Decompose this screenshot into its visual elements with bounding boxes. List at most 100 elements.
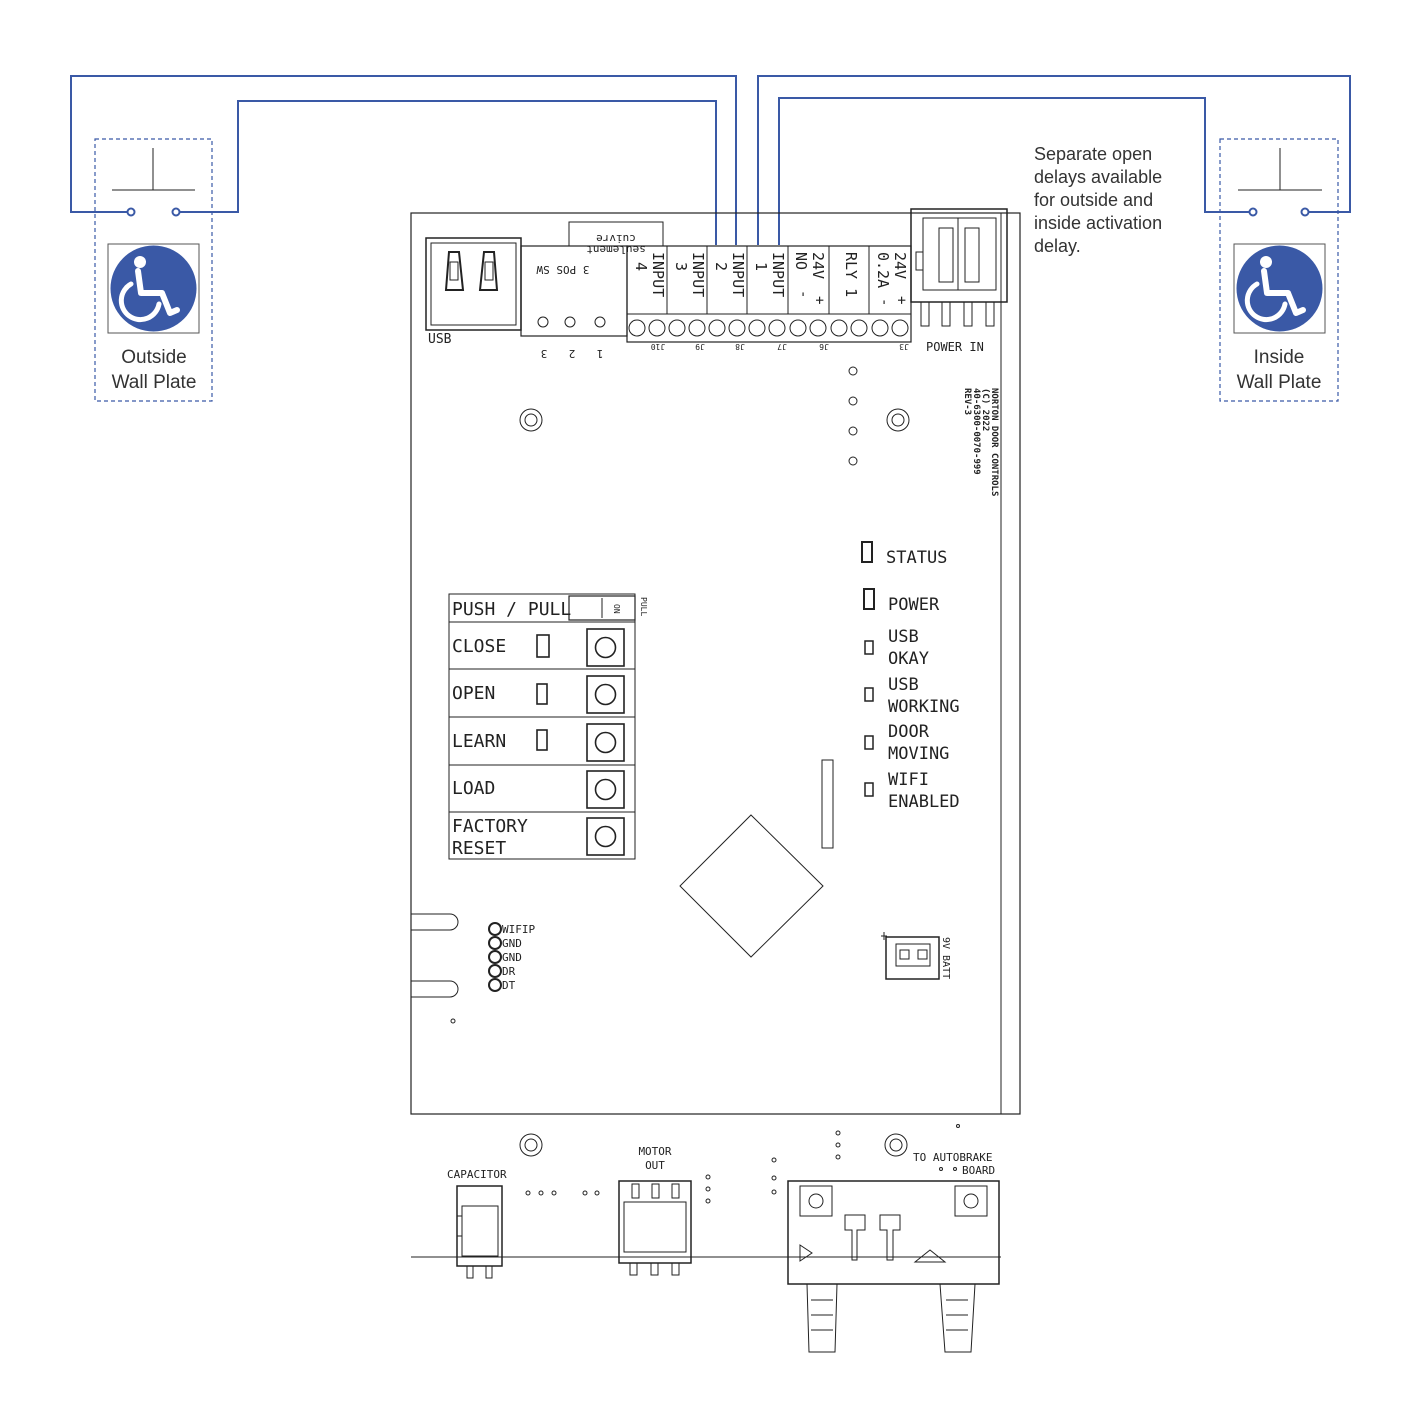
mounting-holes [519,408,910,1157]
power-in-label: POWER IN [926,340,984,354]
pin-wifip: WIFIP [502,923,535,936]
inside-switch-contact-left [1248,207,1258,217]
factory-label: FACTORY [452,816,528,837]
outside-wire-outer [70,75,737,245]
inside-switch-contact-right [1300,207,1310,217]
usb-connector [425,237,522,331]
terminal-24v-l2: 0.2A [874,252,892,288]
pin-gnd-1: GND [502,937,522,950]
led-usb-okay-label-1: USB [888,627,919,647]
terminal-input4-l2: 4 [632,262,650,271]
push-pull-label: PUSH / PULL [452,599,571,620]
terminal-input3-l1: INPUT [689,252,707,297]
terminal-input2-l1: INPUT [729,252,747,297]
terminal-rly1-l1: RLY 1 [842,252,860,297]
outside-switch-contact-right [171,207,181,217]
outside-plate-label-1: Outside [121,347,186,368]
pin-gnd-2: GND [502,951,522,964]
led-wifi-enabled-label-1: WIFI [888,770,929,790]
capacitor-connector [456,1185,503,1279]
wifi-header [411,913,502,1024]
note-line-5: delay. [1034,236,1081,256]
pos-1: 1 [597,347,604,360]
maker-line-2: (C) 2022 [980,388,990,431]
terminal-input4-l1: INPUT [649,252,667,297]
outside-switch-contact-left [126,207,136,217]
note-line-1: Separate open [1034,144,1152,164]
terminal-block: INPUT 4 INPUT 3 INPUT 2 INPUT 1 24V NO R… [626,245,912,351]
jumper-j10: J10 [651,342,666,351]
pin-dt: DT [502,979,516,992]
terminal-24vno-l1: 24V [809,252,827,279]
led-usb-okay-label-2: OKAY [888,649,929,669]
pull-small-label: PULL [639,597,648,616]
led-power-label: POWER [888,595,940,615]
led-door-moving-label-2: MOVING [888,744,949,764]
terminal-sign-3: - [876,298,892,306]
processor-chip [679,814,824,958]
led-status-label: STATUS [886,548,947,568]
terminal-input2-l2: 2 [712,262,730,271]
delay-note: Separate open delays available for outsi… [1034,144,1162,256]
autobrake-label-1: TO AUTOBRAKE [913,1151,992,1164]
seulement-label: seulement [586,243,646,256]
motor-out-connector [618,1180,692,1276]
led-door-moving-label-1: DOOR [888,722,930,742]
maker-line-1: NORTON DOOR CONTROLS [989,388,999,496]
maker-line-4: REV-3 [962,388,972,415]
tactile-buttons [586,628,625,856]
pos-2: 2 [569,347,576,360]
motor-out-label-1: MOTOR [638,1145,671,1158]
pin-dr: DR [502,965,516,978]
outside-plate-label-2: Wall Plate [112,372,197,393]
battery-label: 9V BATT [940,937,951,979]
wheelchair-icon [1236,245,1323,332]
pos-3: 3 [541,347,548,360]
antenna [821,759,834,849]
outside-wall-plate: Outside Wall Plate [94,138,213,402]
terminal-sign-4: + [893,296,909,304]
terminal-sign-1: - [795,290,811,298]
power-in-connector [910,208,1008,327]
jumper-j7: J7 [777,342,787,351]
terminal-sign-2: + [811,296,827,304]
led-wifi-enabled-label-2: ENABLED [888,792,960,812]
motor-out-label-2: OUT [645,1159,665,1172]
learn-label: LEARN [452,731,506,752]
load-label: LOAD [452,778,495,799]
note-line-2: delays available [1034,167,1162,187]
terminal-24v-l1: 24V [891,252,909,279]
led-usb-working-label-1: USB [888,675,919,695]
inside-wall-plate: Inside Wall Plate [1219,138,1339,402]
autobrake-connector [787,1180,1000,1353]
terminal-input1-l2: 1 [752,262,770,271]
inside-wire-inner [778,97,1253,245]
autobrake-label-2: BOARD [962,1164,995,1177]
terminal-input3-l2: 3 [672,262,690,271]
terminal-24vno-l2: NO [792,252,810,270]
terminal-input1-l1: INPUT [769,252,787,297]
led-indicators [861,541,875,797]
maker-line-3: 40-6300-0070-999 [971,388,981,475]
wiring [70,75,1351,245]
jumper-j8: J8 [735,342,745,351]
pos-sw-label: 3 POS SW [536,263,589,276]
wheelchair-icon [110,245,197,332]
usb-label: USB [428,332,452,347]
jumper-j3: J3 [899,342,909,351]
inside-plate-label-2: Wall Plate [1237,372,1322,393]
note-line-3: for outside and [1034,190,1153,210]
jumper-j9: J9 [695,342,705,351]
battery-connector [881,932,940,980]
control-panel [448,593,636,860]
note-line-4: inside activation [1034,213,1162,233]
inside-plate-label-1: Inside [1254,347,1305,368]
reset-label: RESET [452,838,506,859]
three-position-switch: 3 POS SW 3 2 1 [520,245,628,360]
jumper-j6: J6 [819,342,829,351]
led-usb-working-label-2: WORKING [888,697,960,717]
outside-wire-inner [176,100,717,245]
screw-terminals [628,319,909,337]
